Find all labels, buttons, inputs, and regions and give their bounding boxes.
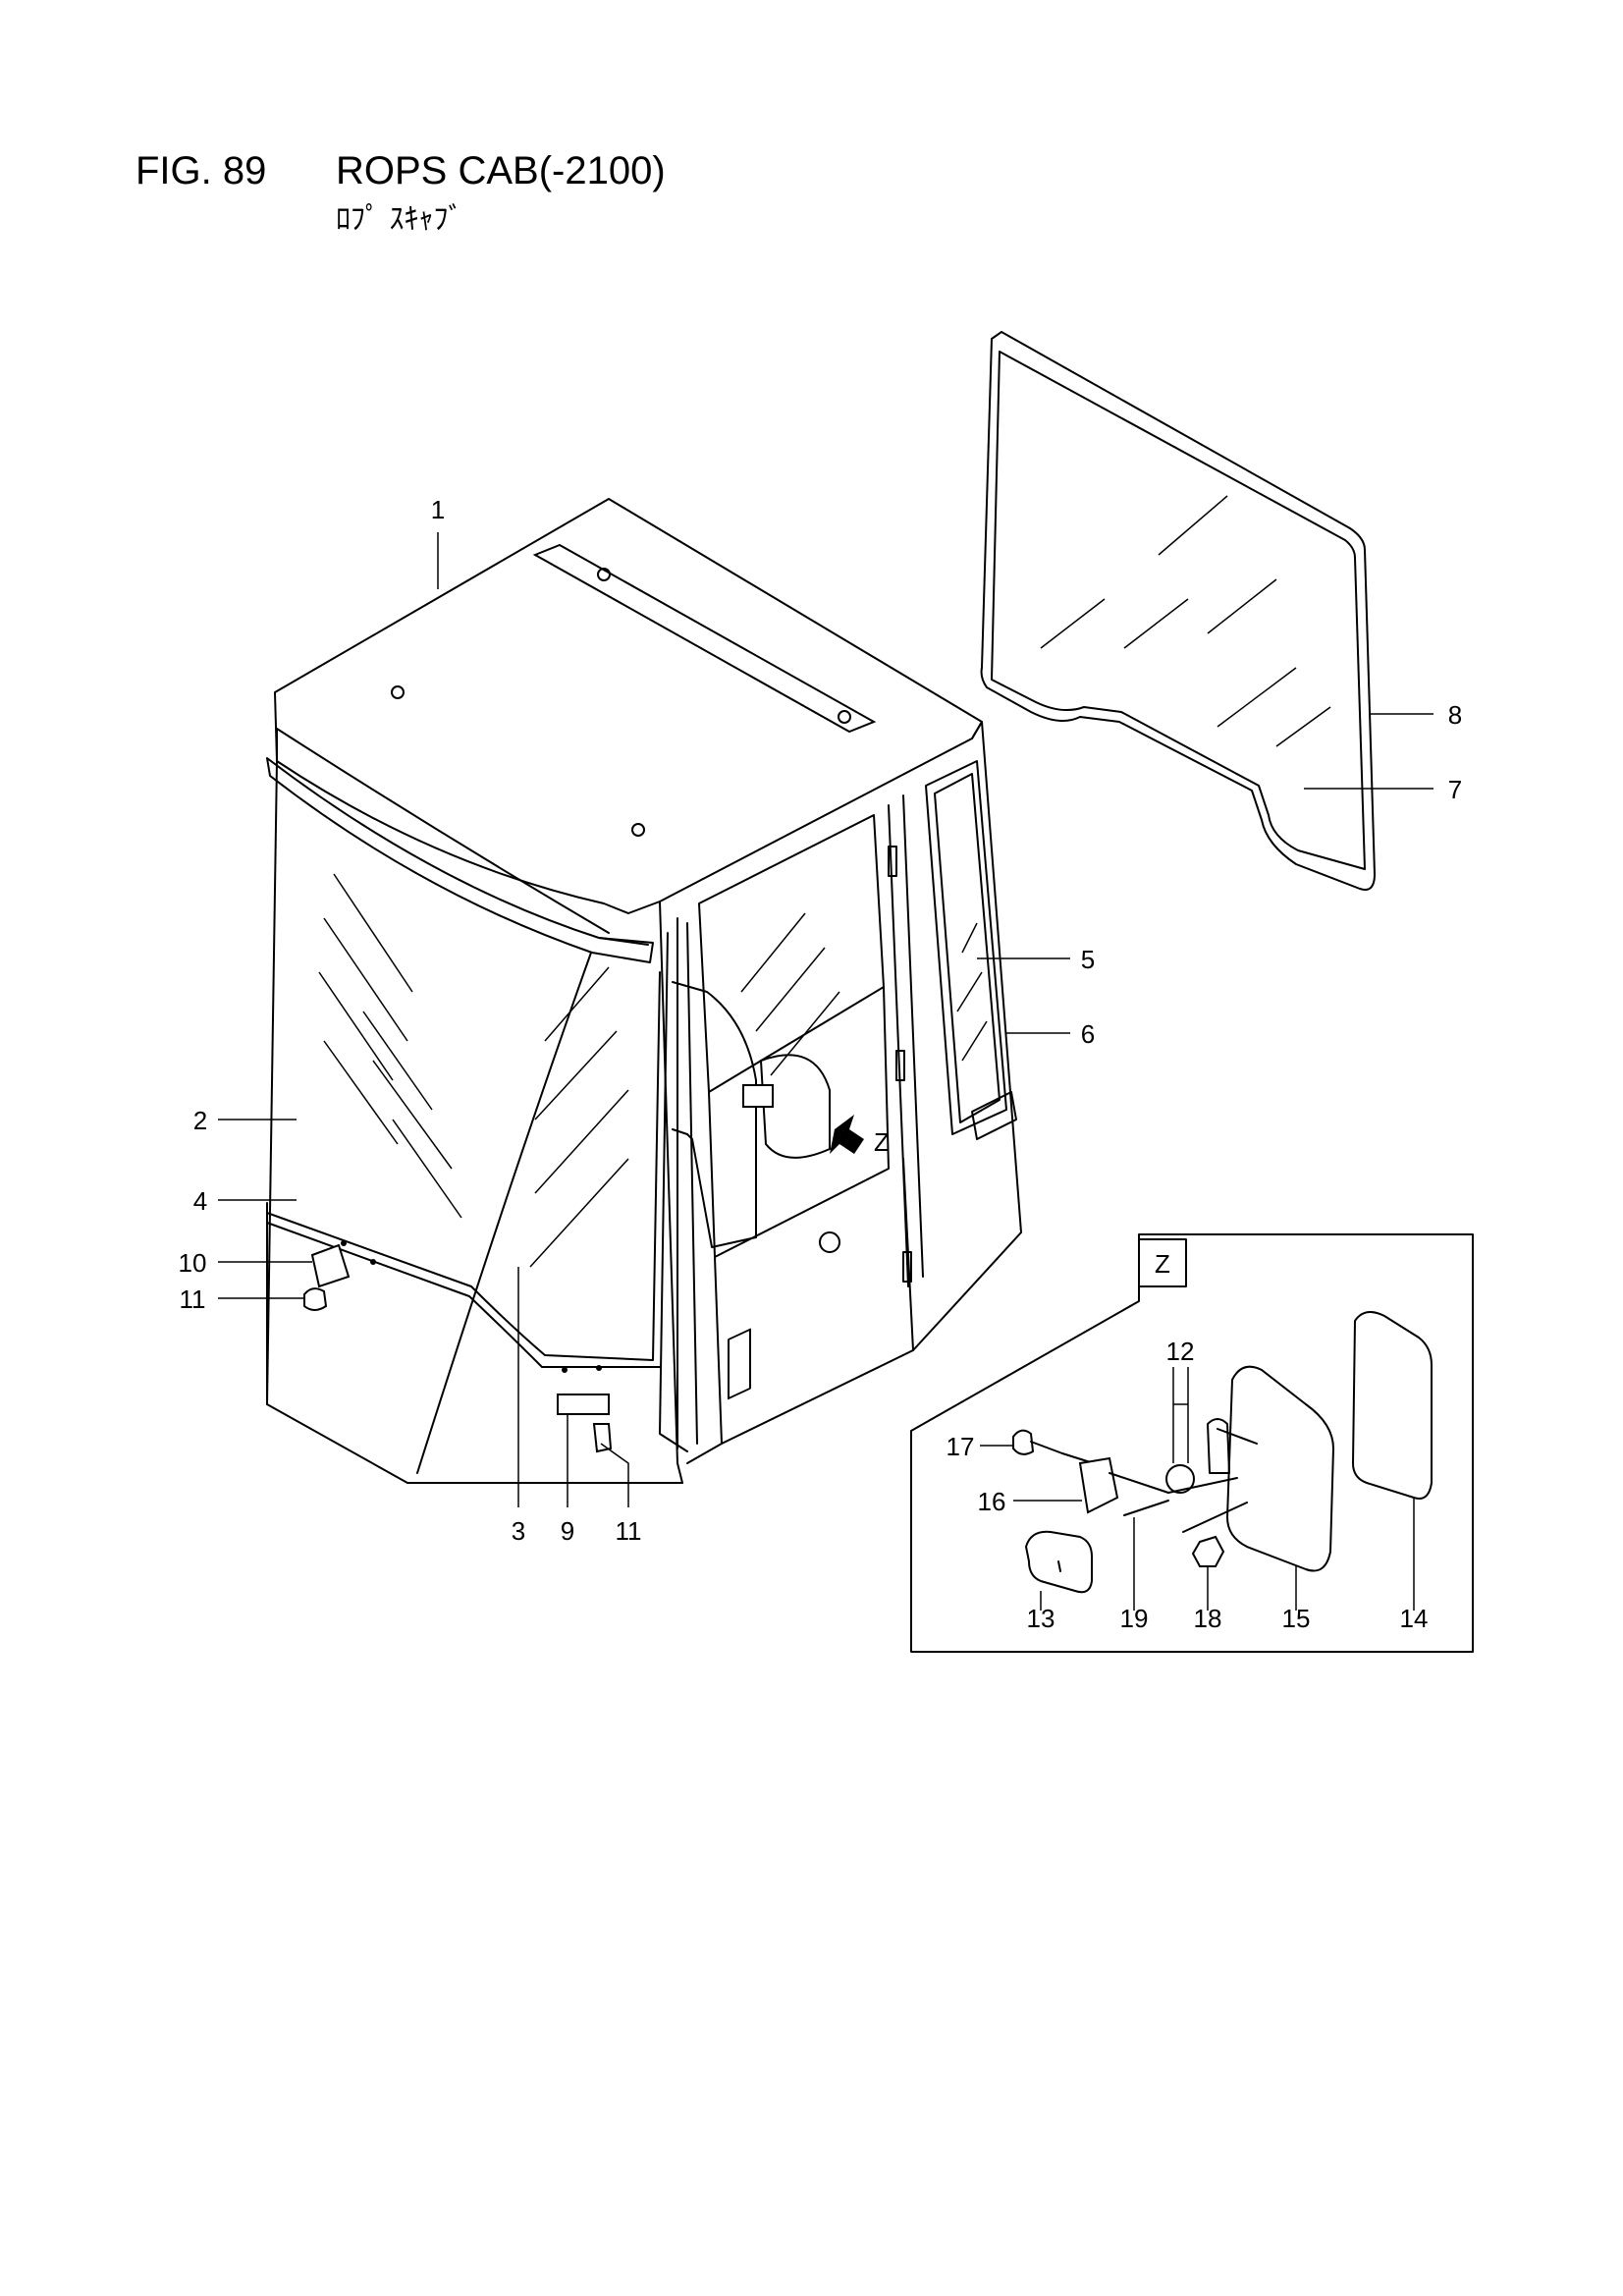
cab-body	[266, 498, 1022, 1484]
callout-7: 7	[1448, 775, 1462, 804]
callout-11-left: 11	[180, 1285, 206, 1314]
callout-11-lower: 11	[616, 1516, 642, 1546]
callout-12: 12	[1166, 1337, 1195, 1366]
callout-14: 14	[1400, 1604, 1429, 1633]
callout-16: 16	[978, 1487, 1006, 1516]
figure-title: ROPS CAB(-2100)	[336, 149, 666, 192]
callout-9: 9	[561, 1516, 574, 1546]
view-arrow-label: Z	[874, 1127, 890, 1157]
callout-19: 19	[1120, 1604, 1149, 1633]
callout-18: 18	[1194, 1604, 1222, 1633]
figure-number: FIG. 89	[135, 149, 267, 192]
detail-view-z: Z	[910, 1233, 1474, 1653]
callout-10: 10	[179, 1248, 207, 1278]
callout-3: 3	[512, 1516, 525, 1546]
callout-6: 6	[1081, 1019, 1095, 1049]
callout-8: 8	[1448, 700, 1462, 730]
lower-parts	[303, 1240, 613, 1453]
detail-view-label: Z	[1155, 1249, 1170, 1279]
callout-5: 5	[1081, 945, 1095, 974]
callout-2: 2	[193, 1106, 207, 1135]
callout-13: 13	[1027, 1604, 1055, 1633]
callout-17: 17	[947, 1432, 975, 1461]
callout-leaders	[218, 532, 1434, 1611]
callout-4: 4	[193, 1186, 207, 1216]
callout-1: 1	[431, 495, 445, 524]
figure-subtitle: ﾛﾌﾟ ｽｷｬﾌﾞ	[336, 202, 463, 237]
callout-15: 15	[1282, 1604, 1311, 1633]
rear-window-glass	[980, 331, 1376, 891]
callout-labels: 1 2 3 4 5 6 7 8 9 10 11 11 12 13 14 15 1…	[179, 495, 1463, 1633]
